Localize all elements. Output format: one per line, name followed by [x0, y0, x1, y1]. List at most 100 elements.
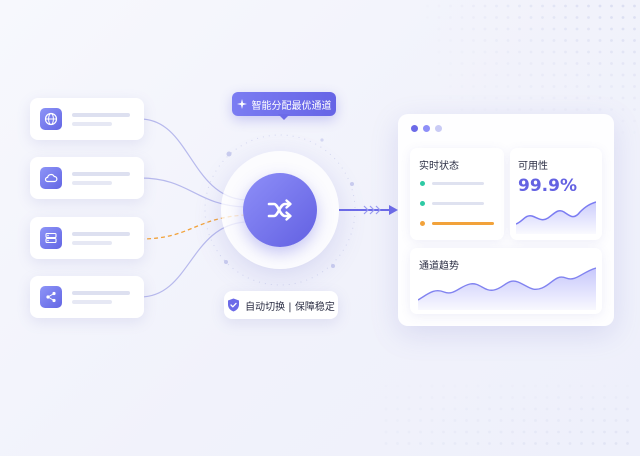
decorative-dot [564, 27, 567, 31]
decorative-dot [575, 85, 579, 88]
decorative-dot [449, 39, 452, 42]
decorative-dot [430, 396, 434, 399]
router-hub-button[interactable] [243, 173, 317, 247]
decorative-dot [472, 4, 475, 8]
decorative-dot [591, 396, 595, 399]
decorative-dot [614, 407, 618, 411]
decorative-dot [598, 4, 602, 8]
decorative-dot [407, 430, 411, 434]
source-card-server[interactable] [30, 217, 144, 259]
decorative-dot [580, 419, 583, 422]
decorative-dot [449, 85, 452, 88]
decorative-dot [564, 16, 567, 19]
decorative-dot [564, 50, 567, 54]
decorative-dot [430, 384, 434, 388]
decorative-dot [449, 4, 452, 8]
decorative-dot [495, 50, 498, 54]
decorative-dot [511, 407, 514, 411]
decorative-dot [610, 50, 613, 54]
decorative-dot [518, 62, 521, 65]
decorative-dot [453, 407, 457, 411]
decorative-dot [552, 85, 556, 88]
decorative-dot [453, 384, 457, 388]
decorative-dot [529, 39, 533, 42]
decorative-dot [541, 96, 544, 100]
decorative-dot [626, 384, 629, 388]
decorative-dot [506, 27, 510, 31]
decorative-dot [541, 4, 544, 8]
status-dot-ok [420, 201, 425, 206]
decorative-dot [614, 396, 618, 399]
realtime-status-card: 实时状态 [410, 148, 504, 240]
decorative-dot [534, 407, 537, 411]
decorative-dot [483, 39, 487, 42]
channel-trend-card: 通道趋势 [410, 248, 602, 314]
decorative-dot [598, 73, 602, 77]
source-card-globe[interactable] [30, 98, 144, 140]
placeholder-line [72, 241, 112, 245]
decorative-dot [476, 430, 480, 434]
decorative-dot [633, 85, 636, 88]
decorative-dot [614, 430, 618, 434]
decorative-dot [396, 419, 399, 422]
realtime-status-title: 实时状态 [419, 161, 459, 172]
decorative-dot [529, 27, 533, 31]
decorative-dot [453, 419, 457, 422]
decorative-dot [483, 62, 487, 65]
decorative-dot [472, 73, 475, 77]
decorative-dot [449, 16, 452, 19]
decorative-dot [621, 108, 625, 111]
decorative-dot [587, 85, 590, 88]
decorative-dot [506, 62, 510, 65]
decorative-dot [626, 442, 629, 445]
decorative-dot [603, 384, 606, 388]
decorative-dot [626, 430, 629, 434]
source-card-share[interactable] [30, 276, 144, 318]
decorative-dot [557, 384, 560, 388]
decorative-dot [587, 96, 590, 100]
decorative-dot [384, 442, 388, 445]
window-controls [411, 125, 442, 132]
decorative-dot [534, 430, 537, 434]
decorative-dot [626, 419, 629, 422]
decorative-dot [518, 39, 521, 42]
decorative-dot [621, 50, 625, 54]
decorative-dot [580, 442, 583, 445]
source-card-cloud[interactable] [30, 157, 144, 199]
decorative-dot [541, 27, 544, 31]
decorative-dot [541, 62, 544, 65]
decorative-dot [419, 419, 422, 422]
decorative-dot [633, 62, 636, 65]
decorative-dot [564, 108, 567, 111]
decorative-dot [621, 131, 625, 134]
output-arrow-chevrons [363, 205, 381, 215]
decorative-dot [506, 16, 510, 19]
decorative-dot [488, 396, 491, 399]
decorative-dot [483, 50, 487, 54]
decorative-dot [518, 4, 521, 8]
decorative-dot [396, 384, 399, 388]
smart-allocation-label: 智能分配最优通道 [251, 100, 332, 112]
decorative-dot [587, 4, 590, 8]
window-dot [423, 125, 430, 132]
sparkle-icon [236, 99, 247, 109]
availability-title: 可用性 [518, 161, 548, 172]
decorative-dot [587, 39, 590, 42]
decorative-dot-grid-bottom [384, 384, 629, 445]
decorative-dot [522, 396, 526, 399]
decorative-dot [437, 39, 441, 42]
decorative-dot [591, 442, 595, 445]
decorative-dot [419, 396, 422, 399]
decorative-dot [598, 96, 602, 100]
decorative-dot [419, 442, 422, 445]
output-arrow-head [389, 205, 398, 215]
decorative-dot [591, 384, 595, 388]
decorative-dot [476, 384, 480, 388]
decorative-dot [511, 430, 514, 434]
decorative-dot [511, 442, 514, 445]
placeholder-line [72, 122, 112, 126]
decorative-dot [552, 50, 556, 54]
cloud-icon [40, 167, 62, 189]
decorative-dot [529, 73, 533, 77]
decorative-dot [534, 384, 537, 388]
